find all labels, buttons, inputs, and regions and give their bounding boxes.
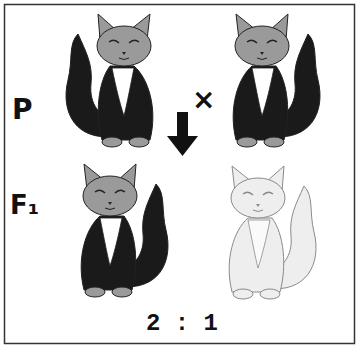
generation-label: P xyxy=(12,96,33,124)
parent-cat xyxy=(233,14,320,147)
offspring-cat xyxy=(229,166,316,299)
cross-symbol: × xyxy=(192,86,215,114)
offspring-cat xyxy=(81,164,168,297)
cross-arrow xyxy=(167,112,198,156)
ratio-label: 2 : 1 xyxy=(146,312,218,336)
parent-cat xyxy=(66,14,153,147)
frame xyxy=(5,5,355,344)
generation-label: F₁ xyxy=(10,192,39,218)
